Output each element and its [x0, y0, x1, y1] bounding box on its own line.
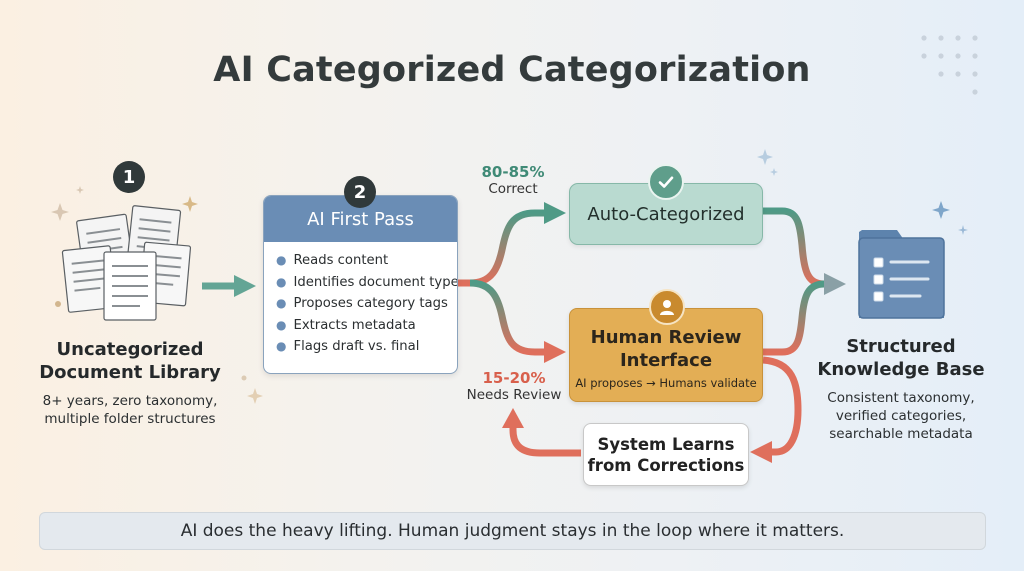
step-2-badge: 2	[344, 176, 376, 208]
review-branch-label: 15-20% Needs Review	[462, 369, 566, 403]
knowledge-base-label: Structured Knowledge Base Consistent tax…	[808, 335, 994, 443]
list-item: ●Reads content	[276, 253, 389, 268]
correct-branch-label: 80-85% Correct	[468, 163, 558, 197]
ai-first-pass-card: AI First Pass ●Reads content ●Identifies…	[263, 195, 458, 374]
knowledge-base-heading-line: Knowledge Base	[817, 359, 985, 380]
knowledge-base-description: Consistent taxonomy,	[827, 390, 975, 406]
dot-grid-decoration	[921, 35, 978, 95]
arrow-auto-to-knowledge-base	[763, 207, 825, 288]
document-library-label: Uncategorized Document Library 8+ years,…	[20, 338, 240, 428]
arrow-learning-feedback	[502, 408, 581, 457]
document-library-heading-line: Document Library	[39, 362, 221, 383]
person-icon	[649, 289, 685, 325]
list-item: ●Extracts metadata	[276, 317, 416, 333]
system-learns-line: System Learns	[597, 434, 735, 454]
footer-banner: AI does the heavy lifting. Human judgmen…	[39, 512, 986, 550]
list-item: ●Identifies document type	[276, 274, 458, 290]
review-percent: 15-20%	[482, 369, 546, 387]
arrow-review-to-learning	[750, 356, 802, 463]
document-library-description: 8+ years, zero taxonomy,	[42, 393, 218, 409]
document-library-heading-line: Uncategorized	[56, 339, 204, 360]
document-library-description: multiple folder structures	[44, 411, 216, 427]
list-item: ●Proposes category tags	[276, 296, 448, 311]
document-stack-icon	[61, 205, 192, 321]
checkmark-icon	[648, 164, 684, 200]
system-learns-box: System Learns from Corrections	[583, 423, 749, 486]
ai-first-pass-list: ●Reads content ●Identifies document type…	[264, 242, 457, 358]
arrow-to-ai-first-pass	[202, 275, 256, 297]
system-learns-line: from Corrections	[587, 455, 745, 475]
human-review-subtitle: AI proposes → Humans validate	[575, 376, 757, 390]
correct-percent: 80-85%	[481, 163, 545, 181]
page-title: AI Categorized Categorization	[213, 50, 811, 90]
knowledge-base-description: verified categories,	[835, 408, 967, 424]
review-label: Needs Review	[466, 387, 562, 403]
knowledge-base-heading-line: Structured	[846, 336, 956, 357]
step-1-badge: 1	[113, 161, 145, 193]
sparkle-icon	[51, 149, 968, 404]
knowledge-base-folder-icon	[858, 230, 945, 319]
arrow-to-auto-categorized	[458, 202, 566, 287]
knowledge-base-description: searchable metadata	[829, 426, 973, 442]
arrow-review-to-knowledge-base	[763, 273, 846, 356]
list-item: ●Flags draft vs. final	[276, 339, 420, 354]
correct-label: Correct	[488, 181, 538, 197]
human-review-title: Human Review Interface	[590, 327, 742, 371]
arrow-to-human-review	[469, 279, 566, 363]
